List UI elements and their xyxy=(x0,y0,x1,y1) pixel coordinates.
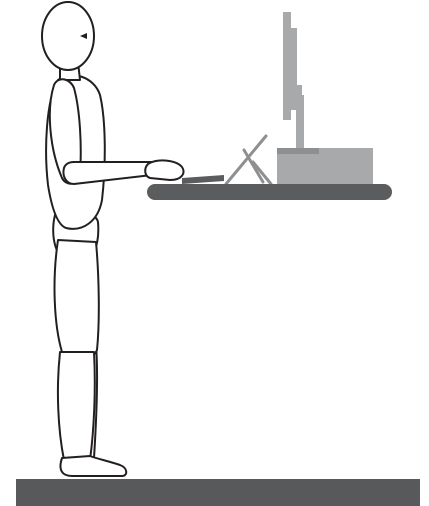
desk-surface xyxy=(147,184,392,200)
thigh xyxy=(55,240,99,359)
hand xyxy=(145,160,183,180)
lower-leg xyxy=(58,352,95,460)
forearm xyxy=(63,162,158,184)
floor xyxy=(16,479,420,506)
laptop-stand-icon xyxy=(226,136,271,184)
monitor-icon xyxy=(283,12,304,150)
mannequin-figure xyxy=(42,2,184,476)
computer-base xyxy=(277,148,373,186)
foot xyxy=(60,456,126,476)
keyboard-icon xyxy=(182,175,224,184)
